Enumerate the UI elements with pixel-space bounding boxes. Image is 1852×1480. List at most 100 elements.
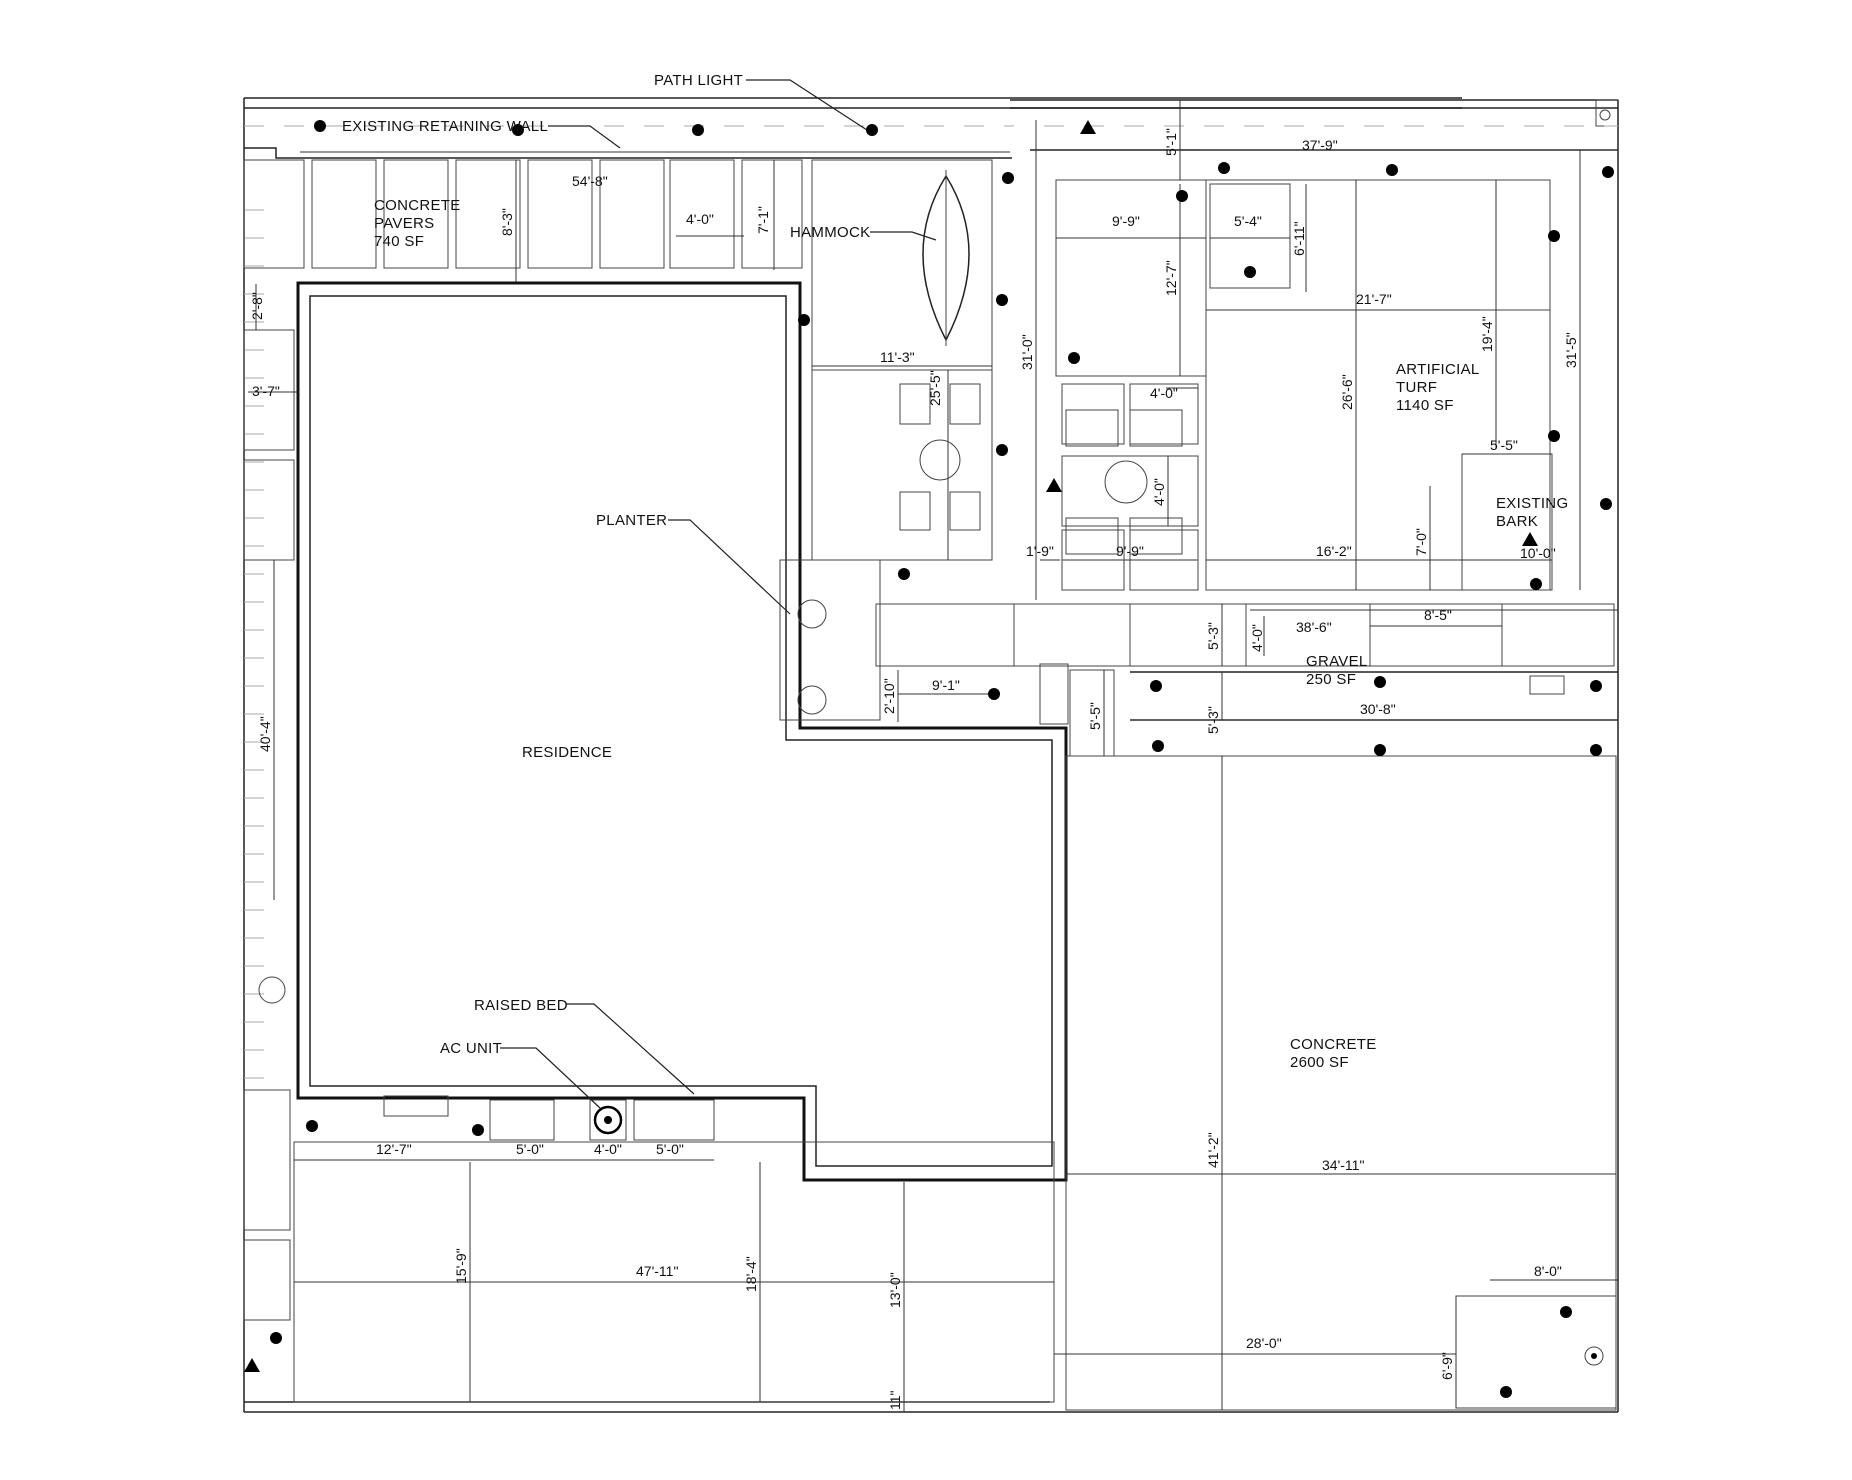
path-light-dot bbox=[1548, 430, 1560, 442]
dim-31-5: 31'-5" bbox=[1563, 332, 1579, 368]
main-concrete bbox=[1065, 755, 1617, 1411]
dim-5-3-upper: 5'-3" bbox=[1205, 622, 1221, 650]
dim-16-2: 16'-2" bbox=[1316, 543, 1352, 559]
path-light-dot bbox=[1244, 266, 1256, 278]
dim-41-2: 41'-2" bbox=[1205, 1132, 1221, 1168]
label-retaining-wall: EXISTING RETAINING WALL bbox=[342, 118, 548, 135]
dim-5-3-lower: 5'-3" bbox=[1205, 706, 1221, 734]
dim-11: 11" bbox=[887, 1390, 903, 1410]
path-light-dot bbox=[1068, 352, 1080, 364]
path-light-dot bbox=[1530, 578, 1542, 590]
path-light-dot bbox=[1590, 680, 1602, 692]
label-turf-2: TURF bbox=[1396, 379, 1437, 396]
dim-7-1: 7'-1" bbox=[755, 206, 771, 234]
residence-building bbox=[258, 281, 1068, 1182]
dim-21-7: 21'-7" bbox=[1356, 291, 1392, 307]
path-light-dot bbox=[692, 124, 704, 136]
label-turf-1: ARTIFICIAL bbox=[1396, 361, 1480, 378]
path-light-dot bbox=[1374, 676, 1386, 688]
dim-9-1: 9'-1" bbox=[932, 677, 960, 693]
label-pavers-1: CONCRETE bbox=[374, 197, 461, 214]
dim-1-9: 1'-9" bbox=[1026, 543, 1054, 559]
callout-labels: PATH LIGHT EXISTING RETAINING WALL CONCR… bbox=[342, 72, 1568, 1071]
path-light-dot bbox=[1590, 744, 1602, 756]
path-light-dot bbox=[1500, 1386, 1512, 1398]
path-light-dot bbox=[1218, 162, 1230, 174]
triangle-marker-icon bbox=[244, 1358, 260, 1372]
dim-9-9-top: 9'-9" bbox=[1112, 213, 1140, 229]
dim-5-1: 5'-1" bbox=[1163, 128, 1179, 156]
dim-4-0-seat: 4'-0" bbox=[1150, 385, 1178, 401]
path-light-dot bbox=[472, 1124, 484, 1136]
hammock-patio bbox=[811, 159, 993, 561]
dim-31-0: 31'-0" bbox=[1019, 334, 1035, 370]
dim-18-4: 18'-4" bbox=[743, 1256, 759, 1292]
label-bark-1: EXISTING bbox=[1496, 495, 1568, 512]
dim-37-9: 37'-9" bbox=[1302, 137, 1338, 153]
dim-4-0-table: 4'-0" bbox=[1151, 478, 1167, 506]
dim-40-4: 40'-4" bbox=[257, 716, 273, 752]
dim-12-7-bottom: 12'-7" bbox=[376, 1141, 412, 1157]
path-light-dot bbox=[306, 1120, 318, 1132]
dim-5-5-gravel: 5'-5" bbox=[1087, 702, 1103, 730]
label-concrete-1: CONCRETE bbox=[1290, 1036, 1377, 1053]
label-path-light: PATH LIGHT bbox=[654, 72, 743, 89]
path-light-dot bbox=[1150, 680, 1162, 692]
path-light-dot bbox=[1002, 172, 1014, 184]
path-light-dot bbox=[1386, 164, 1398, 176]
path-light-dot bbox=[988, 688, 1000, 700]
dim-19-4: 19'-4" bbox=[1479, 316, 1495, 352]
label-gravel-1: GRAVEL bbox=[1306, 653, 1368, 670]
label-raised-bed: RAISED BED bbox=[474, 997, 568, 1014]
dim-4-0-gravel: 4'-0" bbox=[1249, 624, 1265, 652]
path-light-dot bbox=[1560, 1306, 1572, 1318]
path-light-dot bbox=[1176, 190, 1188, 202]
triangle-marker-icon bbox=[1046, 478, 1062, 492]
dim-13-0: 13'-0" bbox=[887, 1272, 903, 1308]
dim-6-11: 6'-11" bbox=[1291, 221, 1307, 256]
dim-5-0-left: 5'-0" bbox=[516, 1141, 544, 1157]
dim-7-0: 7'-0" bbox=[1413, 528, 1429, 556]
dimension-lines bbox=[248, 100, 1618, 1412]
dim-26-6: 26'-6" bbox=[1339, 374, 1355, 410]
dimension-texts: 54'-8" 8'-3" 4'-0" 7'-1" 2'-8" 3'-7" 40'… bbox=[249, 128, 1579, 1410]
path-light-dot bbox=[270, 1332, 282, 1344]
path-light-dot bbox=[798, 314, 810, 326]
dim-28-0: 28'-0" bbox=[1246, 1335, 1282, 1351]
path-light-dot bbox=[1600, 498, 1612, 510]
label-residence: RESIDENCE bbox=[522, 744, 612, 761]
retaining-wall bbox=[244, 108, 1618, 1100]
dim-9-9-bottom: 9'-9" bbox=[1116, 543, 1144, 559]
dim-30-8: 30'-8" bbox=[1360, 701, 1396, 717]
dim-34-11: 34'-11" bbox=[1322, 1157, 1364, 1173]
dim-25-5: 25'-5" bbox=[927, 370, 943, 406]
gravel-strip bbox=[875, 603, 1618, 757]
path-light-dot bbox=[1602, 166, 1614, 178]
path-light-dot bbox=[866, 124, 878, 136]
dim-5-4: 5'-4" bbox=[1234, 213, 1262, 229]
label-hammock: HAMMOCK bbox=[790, 224, 870, 241]
dim-47-11: 47'-11" bbox=[636, 1263, 678, 1279]
dim-4-0-pavers: 4'-0" bbox=[686, 211, 714, 227]
raised-bed-ac bbox=[383, 1095, 715, 1141]
path-light-dot bbox=[512, 124, 524, 136]
dim-5-5-turf: 5'-5" bbox=[1490, 437, 1518, 453]
label-planter: PLANTER bbox=[596, 512, 667, 529]
dim-3-7: 3'-7" bbox=[252, 383, 280, 399]
triangle-marker-icon bbox=[1522, 532, 1538, 546]
dim-6-9: 6'-9" bbox=[1439, 1352, 1455, 1380]
label-bark-2: BARK bbox=[1496, 513, 1538, 530]
triangle-marker-icon bbox=[1080, 120, 1096, 134]
triangle-markers bbox=[244, 120, 1538, 1372]
dim-10-0: 10'-0" bbox=[1520, 545, 1556, 561]
site-boundary bbox=[243, 97, 1619, 1413]
path-light-dot bbox=[314, 120, 326, 132]
path-light-dot bbox=[1374, 744, 1386, 756]
label-gravel-2: 250 SF bbox=[1306, 671, 1356, 688]
dim-8-3: 8'-3" bbox=[499, 208, 515, 236]
label-turf-3: 1140 SF bbox=[1396, 397, 1454, 414]
dim-8-0: 8'-0" bbox=[1534, 1263, 1562, 1279]
dim-11-3: 11'-3" bbox=[880, 349, 915, 365]
path-light-dot bbox=[1152, 740, 1164, 752]
label-concrete-2: 2600 SF bbox=[1290, 1054, 1349, 1071]
